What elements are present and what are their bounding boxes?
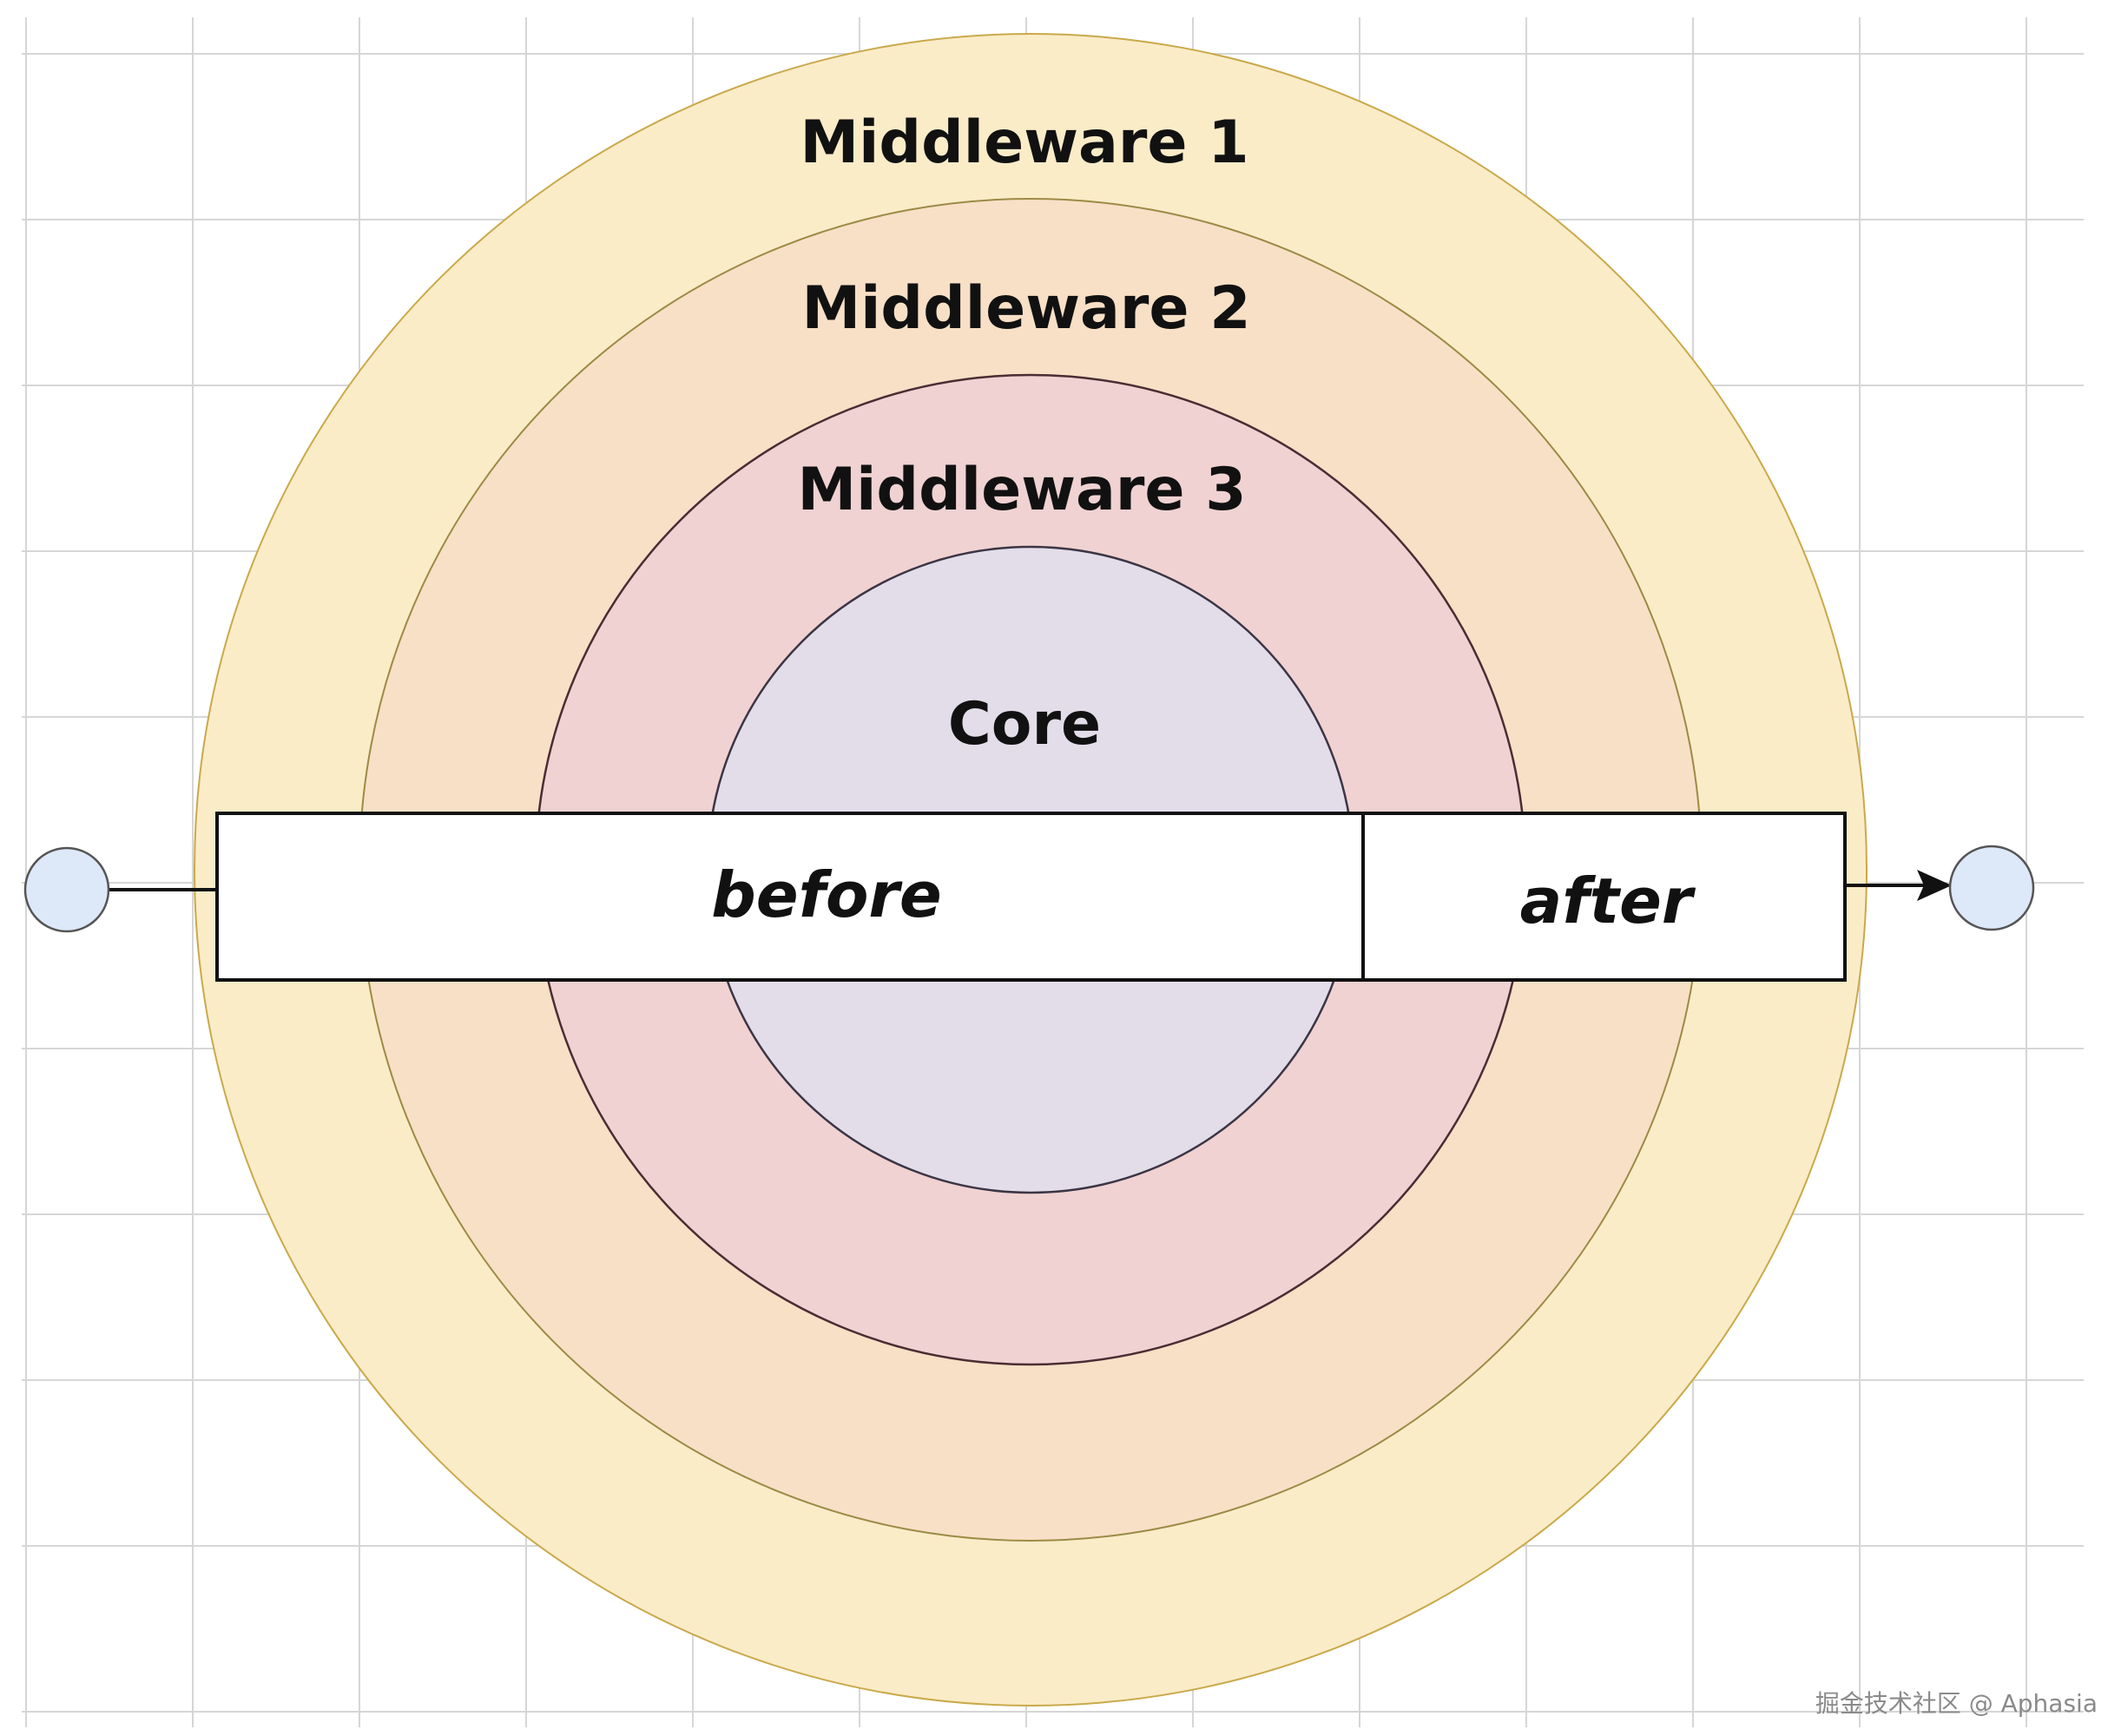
after-box: [1361, 812, 1847, 982]
middleware-2-label: Middleware 2: [801, 274, 1250, 343]
core-label: Core: [948, 690, 1101, 759]
before-box: [215, 812, 1365, 982]
start-endpoint-node: [23, 846, 110, 933]
watermark: 掘金技术社区 @ Aphasia: [1815, 1689, 2098, 1718]
middleware-3-label: Middleware 3: [797, 456, 1246, 524]
end-endpoint-node: [1948, 845, 2035, 931]
exit-arrowhead: [1917, 870, 1952, 901]
before-label: before: [711, 858, 942, 931]
after-label: after: [1520, 865, 1696, 937]
middleware-1-label: Middleware 1: [800, 108, 1248, 177]
